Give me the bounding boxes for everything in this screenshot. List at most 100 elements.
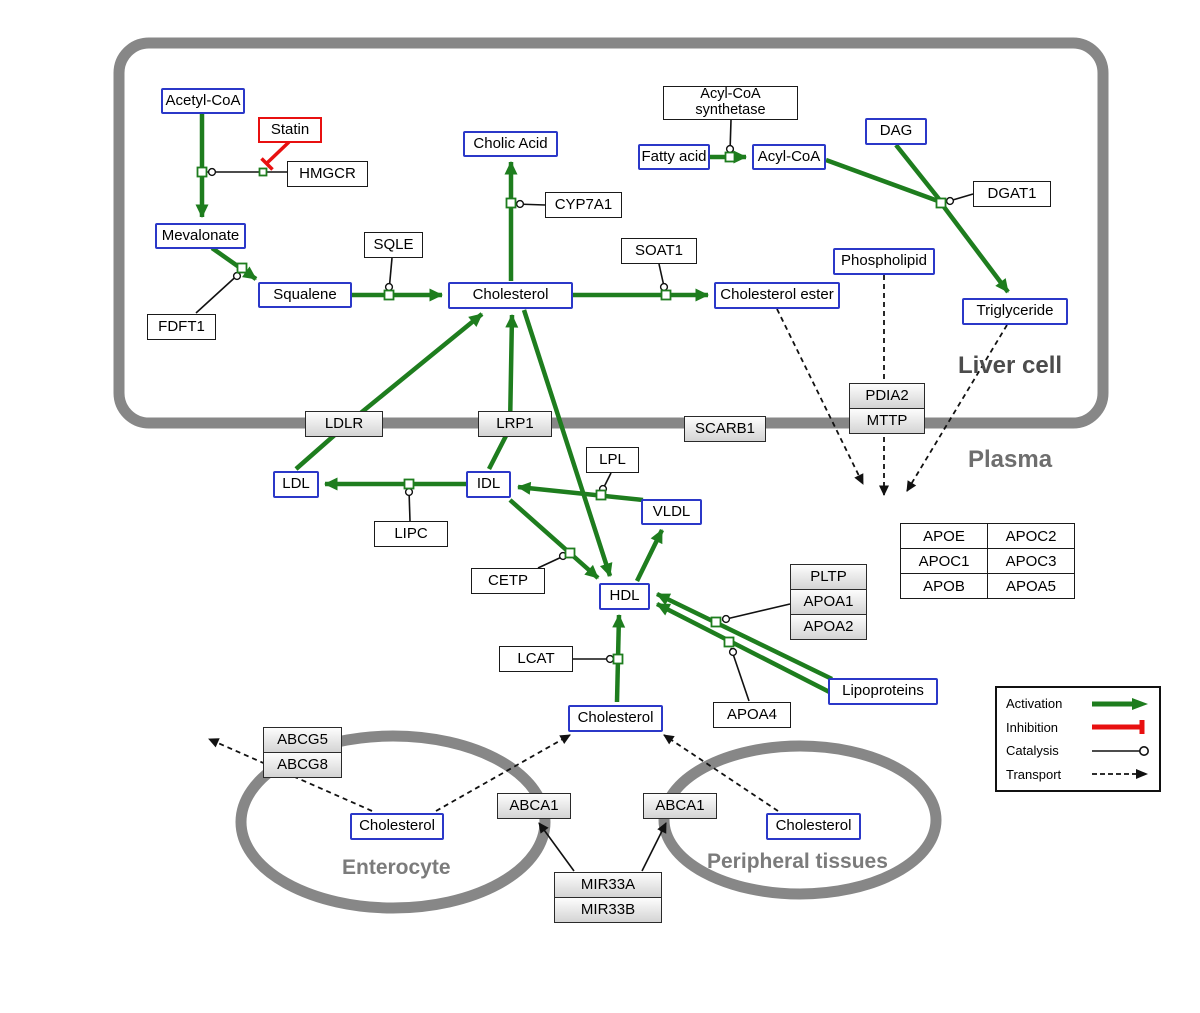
node-hmgcr[interactable]: HMGCR [287,161,368,187]
table-row: APOC1 APOC3 [900,548,1075,574]
node-lpl[interactable]: LPL [586,447,639,473]
catalysis-pltp-apoa [721,603,791,621]
node-apoa4[interactable]: APOA4 [713,702,791,728]
node-soat1[interactable]: SOAT1 [621,238,697,264]
edge-cholesterol-hdl [521,309,613,577]
node-hdl[interactable]: HDL [599,583,650,610]
node-idl[interactable]: IDL [466,471,511,498]
node-mttp[interactable]: MTTP [849,408,925,434]
node-vldl[interactable]: VLDL [641,499,702,525]
edge-lipoproteins-hdl-lower [655,601,853,706]
edge-dgat1-triglyceride [942,205,1010,294]
node-pltp[interactable]: PLTP [790,564,867,590]
node-cyp7a1[interactable]: CYP7A1 [545,192,622,218]
node-apoc3[interactable]: APOC3 [987,548,1075,574]
node-abca1-peripheral[interactable]: ABCA1 [643,793,717,819]
node-abcg5[interactable]: ABCG5 [263,727,342,753]
peripheral-tissues-membrane [658,740,942,900]
node-squalene[interactable]: Squalene [258,282,352,308]
node-lcat[interactable]: LCAT [499,646,573,672]
node-mir33a[interactable]: MIR33A [554,872,662,898]
node-cetp[interactable]: CETP [471,568,545,594]
transport-enterocyte-cholesterol-plasma [435,734,571,812]
node-pdia2[interactable]: PDIA2 [849,383,925,409]
transport-cholesterol-abcg [208,738,373,812]
legend-transport-label: Transport [1006,766,1062,782]
legend-catalysis: Catalysis [1006,743,1150,759]
plasma-label: Plasma [968,446,1053,473]
inhibition-edge-statin-hmgcr [260,140,291,171]
edge-lipoproteins-hdl-upper [656,591,833,682]
edge-acylcoa-dgat1 [825,157,939,204]
edge-hdl-vldl [634,529,665,582]
node-fdft1[interactable]: FDFT1 [147,314,216,340]
node-abca1-enterocyte[interactable]: ABCA1 [497,793,571,819]
table-row: APOB APOA5 [900,573,1075,599]
node-lipc[interactable]: LIPC [374,521,448,547]
node-sqle[interactable]: SQLE [364,232,423,258]
legend-activation-label: Activation [1006,696,1063,712]
enterocyte-membrane [235,730,551,914]
node-cholesterol-plasma[interactable]: Cholesterol [568,705,663,732]
cell-membranes [113,37,1109,914]
node-apoa5[interactable]: APOA5 [987,573,1075,599]
node-ldlr[interactable]: LDLR [305,411,383,437]
enterocyte-label: Enterocyte [342,856,451,879]
node-statin[interactable]: Statin [258,117,322,143]
legend: Activation Inhibition Catalysis Transpor… [995,686,1161,792]
node-ldl[interactable]: LDL [273,471,319,498]
legend-inhibition-label: Inhibition [1006,719,1059,735]
edge-vldl-idl [517,481,644,503]
edge-idl-lrp1-cholesterol [486,314,519,471]
edge-mevalonate-squalene [210,246,258,281]
node-phospholipid[interactable]: Phospholipid [833,248,935,275]
inhibition-tbar-icon [1092,720,1145,735]
node-triglyceride[interactable]: Triglyceride [962,298,1068,325]
edge-idl-cetp-hdl [508,498,600,580]
transport-peripheral-cholesterol-plasma [663,734,779,812]
legend-transport: Transport [1006,766,1150,782]
reaction-node-squares [196,151,947,665]
node-acetyl-coa[interactable]: Acetyl-CoA [161,88,245,114]
node-apoc2[interactable]: APOC2 [987,523,1075,549]
catalysis-mir33a-abca1 [538,822,575,872]
transport-cholesterolester-plasma [776,308,864,485]
liver-cell-label: Liver cell [958,352,1063,379]
node-cholic-acid[interactable]: Cholic Acid [463,131,558,157]
node-cholesterol-peripheral[interactable]: Cholesterol [766,813,861,840]
apolipoprotein-table: APOE APOC2 APOC1 APOC3 APOB APOA5 [900,523,1075,599]
node-apoe[interactable]: APOE [900,523,988,549]
node-lrp1[interactable]: LRP1 [478,411,552,437]
node-apoa2[interactable]: APOA2 [790,614,867,640]
transport-dashed-arrow-icon [1092,769,1148,780]
node-apob[interactable]: APOB [900,573,988,599]
catalysis-mir33b-abca1 [641,822,667,872]
node-fatty-acid[interactable]: Fatty acid [638,144,710,170]
node-cholesterol-enterocyte[interactable]: Cholesterol [350,813,444,840]
node-lipoproteins[interactable]: Lipoproteins [828,678,938,705]
node-mir33b[interactable]: MIR33B [554,897,662,923]
node-cholesterol-liver[interactable]: Cholesterol [448,282,573,309]
edge-ldl-ldlr-cholesterol [294,312,484,471]
legend-catalysis-label: Catalysis [1006,743,1059,759]
node-acyl-coa[interactable]: Acyl-CoA [752,144,826,170]
catalysis-circle-icon [1092,745,1149,756]
node-scarb1[interactable]: SCARB1 [684,416,766,442]
node-dgat1[interactable]: DGAT1 [973,181,1051,207]
node-mevalonate[interactable]: Mevalonate [155,223,246,249]
node-apoa1[interactable]: APOA1 [790,589,867,615]
node-acyl-coa-synthetase[interactable]: Acyl-CoA synthetase [663,86,798,120]
table-row: APOE APOC2 [900,523,1075,549]
liver-cell-membrane [113,37,1109,429]
node-apoc1[interactable]: APOC1 [900,548,988,574]
legend-activation: Activation [1006,696,1150,712]
edge-dag-dgat1 [894,143,941,201]
legend-inhibition: Inhibition [1006,719,1150,735]
node-cholesterol-ester[interactable]: Cholesterol ester [714,282,840,309]
node-dag[interactable]: DAG [865,118,927,145]
activation-arrow-icon [1092,697,1148,710]
peripheral-tissues-label: Peripheral tissues [707,850,888,873]
node-abcg8[interactable]: ABCG8 [263,752,342,778]
